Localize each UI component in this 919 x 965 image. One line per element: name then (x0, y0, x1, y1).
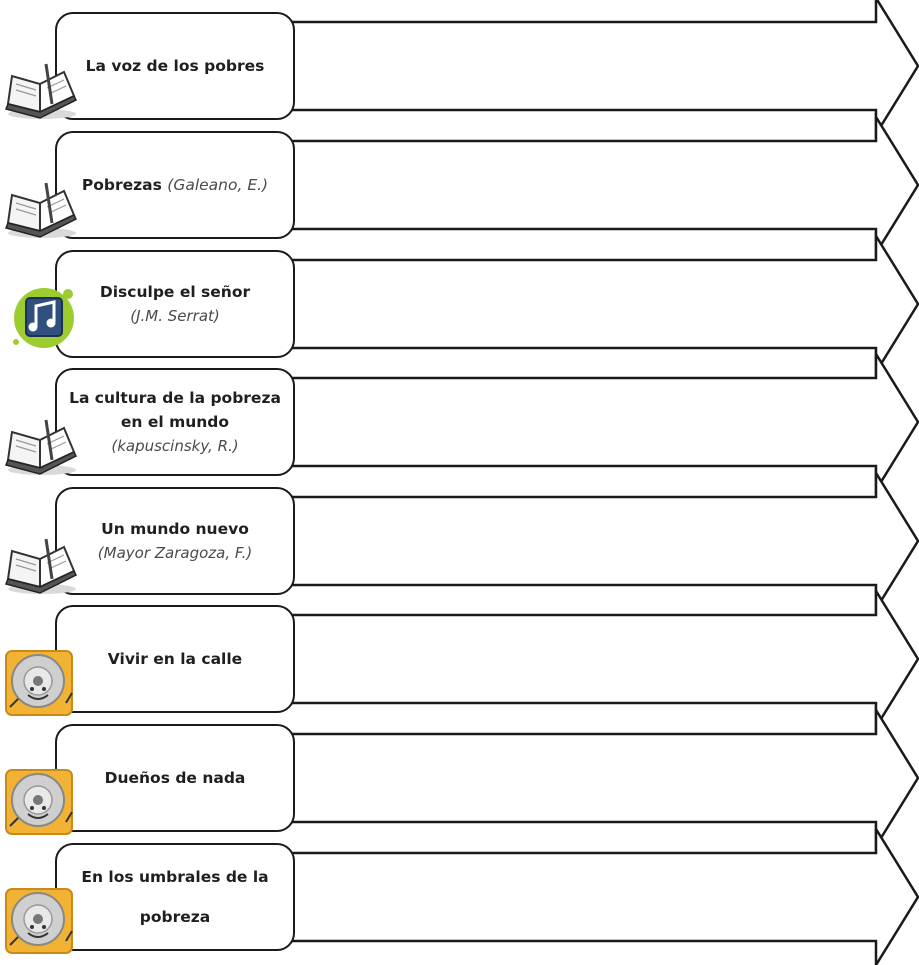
diagram-row: Vivir en la calle (0, 586, 919, 732)
arrow-outline (278, 468, 919, 614)
arrow-shape (278, 349, 919, 495)
arrow-shape (278, 824, 919, 965)
item-title-line: Vivir en la calle (107, 650, 243, 668)
arrow-shape (278, 705, 919, 851)
book-icon (2, 410, 80, 480)
arrow-shape (278, 586, 919, 732)
item-title-line: En los umbrales de la (81, 868, 269, 886)
arrow-outline (278, 112, 919, 258)
arrow-shape (278, 112, 919, 258)
item-title-line: pobreza (139, 908, 211, 926)
book-icon (2, 173, 80, 243)
item-author: (Galeano, E.) (167, 176, 269, 194)
item-title-line: Dueños de nada (104, 769, 246, 787)
music-icon (2, 280, 80, 350)
disc-icon (2, 647, 80, 717)
item-title-line: Un mundo nuevo (101, 520, 249, 538)
diagram-row: La cultura de la pobreza en el mundo (kapu… (0, 349, 919, 495)
diagram-row: En los umbrales de la pobreza (0, 824, 919, 965)
arrow-shape (278, 0, 919, 139)
diagram-row: Disculpe el señor (J.M. Serrat) (0, 231, 919, 377)
item-author: (Mayor Zaragoza, F.) (97, 544, 253, 562)
item-author: (kapuscinsky, R.) (111, 437, 239, 455)
arrow-shape (278, 231, 919, 377)
item-title-line: La voz de los pobres (85, 57, 265, 75)
item-box: Disculpe el señor (J.M. Serrat) (55, 250, 295, 358)
item-title-line: Disculpe el señor (99, 283, 251, 301)
arrow-outline (278, 824, 919, 965)
arrow-outline (278, 349, 919, 495)
diagram-row: La voz de los pobres (0, 0, 919, 139)
item-box: Vivir en la calle (55, 605, 295, 713)
arrow-outline (278, 705, 919, 851)
arrow-outline (278, 231, 919, 377)
disc-icon (2, 766, 80, 836)
item-title-line: La cultura de la pobreza (69, 389, 281, 407)
item-box: Pobrezas (Galeano, E.) (55, 131, 295, 239)
item-box: La cultura de la pobreza en el mundo (kapu… (55, 368, 295, 476)
arrow-outline (278, 586, 919, 732)
diagram-row: Un mundo nuevo (Mayor Zaragoza, F.) (0, 468, 919, 614)
item-title-line: en el mundo (120, 413, 230, 431)
arrow-shape (278, 468, 919, 614)
item-box: Un mundo nuevo (Mayor Zaragoza, F.) (55, 487, 295, 595)
diagram-row: Dueños de nada (0, 705, 919, 851)
disc-icon (2, 885, 80, 955)
item-author: (J.M. Serrat) (130, 307, 220, 325)
item-box: La voz de los pobres (55, 12, 295, 120)
item-box: Dueños de nada (55, 724, 295, 832)
arrow-outline (278, 0, 919, 139)
book-icon (2, 54, 80, 124)
diagram-row: Pobrezas (Galeano, E.) (0, 112, 919, 258)
book-icon (2, 529, 80, 599)
item-box: En los umbrales de la pobreza (55, 843, 295, 951)
item-title-line: Pobrezas (Galeano, E.) (81, 176, 269, 194)
